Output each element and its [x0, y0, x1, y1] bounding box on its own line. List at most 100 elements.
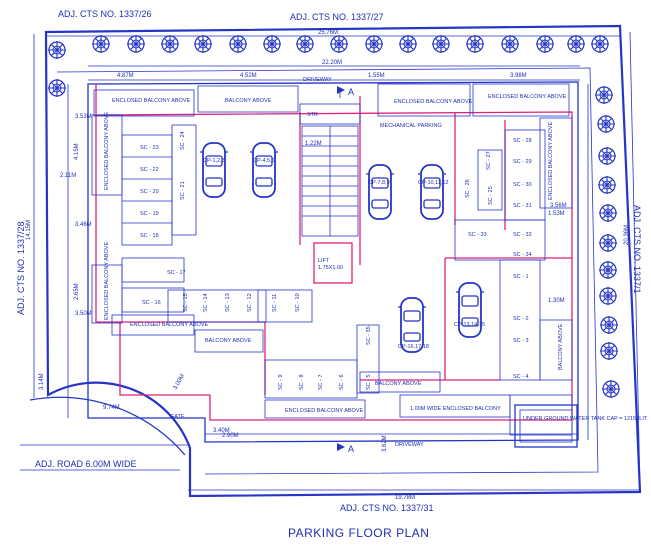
tree-icon [590, 34, 610, 54]
dim-d11: 4.15M [74, 143, 80, 160]
scooter-label: SC - 14 [203, 293, 209, 312]
tree-icon [535, 34, 555, 54]
scooter-label: SC - 5 [366, 374, 372, 390]
scooter-label: SC - 11 [272, 294, 278, 312]
tree-icon [47, 40, 67, 60]
scooter-label: SC - 29 [513, 159, 532, 165]
arrow-right-icon [337, 443, 345, 451]
scooter-label: SC - 30 [513, 182, 532, 188]
scooter-label: SC - 1 [513, 274, 529, 280]
tree-icon [398, 34, 418, 54]
scooter-label: SC - 32 [513, 232, 532, 238]
tree-icon [91, 34, 111, 54]
stair-label: STR [307, 112, 318, 118]
tree-icon [431, 34, 451, 54]
mech-parking-label-top: MECHANICAL PARKING [380, 123, 442, 129]
car-space-label: CP-16,17,18 [398, 344, 429, 350]
car-space-label: CP-7,8,9 [368, 180, 390, 186]
car-space-label: CP-1,2,3 [203, 158, 225, 164]
scooter-label: SC - 21 [180, 181, 186, 200]
scooter-label: SC - 27 [486, 151, 492, 170]
dim-left-height: 14.15M [26, 220, 32, 240]
dim-left-offset: 3.14M [39, 373, 45, 390]
dim-top-width: 25.76M [318, 30, 338, 36]
water-tank [514, 404, 578, 448]
section-a-bottom-label: A [348, 444, 354, 454]
dim-gate-width: 3.40M [213, 428, 230, 434]
scooter-label: SC - 7 [318, 374, 324, 390]
scooter-label: SC - 24 [180, 131, 186, 150]
dim-gate-offset: 3.00M [173, 374, 187, 391]
scooter-label: SC - 19 [140, 211, 159, 217]
scooter-label: SC - 6 [339, 374, 345, 390]
balcony-label: BALCONY ABOVE [558, 323, 564, 370]
drawing-title: PARKING FLOOR PLAN [288, 526, 429, 540]
scooter-label: SC - 25 [488, 186, 494, 205]
dim-d5: 3.53M [75, 114, 92, 120]
tree-icon [262, 34, 282, 54]
adj-road-label: ADJ. ROAD 6.00M WIDE [35, 459, 137, 469]
dim-right-set: 3.56M [550, 203, 567, 209]
scooter-label: SC - 10 [295, 293, 301, 312]
scooter-label: SC - 33 [468, 232, 487, 238]
adj-top-left-label: ADJ. CTS NO. 1337/26 [58, 9, 152, 19]
balcony-label: ENCLOSED BALCONY ABOVE [104, 242, 110, 320]
dim-d1: 4.87M [117, 73, 134, 79]
car-icon [455, 282, 485, 338]
tree-icon [295, 34, 315, 54]
scooter-label: SC - 23 [140, 145, 159, 151]
dim-curve-radius: 9.74M [103, 405, 120, 411]
scooter-label: SC - 28 [513, 138, 532, 144]
dim-d14: 1.53M [548, 211, 565, 217]
scooter-label: SC - 2 [513, 316, 529, 322]
scooter-label: SC - 20 [140, 189, 159, 195]
labels: ADJ. CTS NO. 1337/26 ADJ. CTS NO. 1337/2… [16, 9, 648, 540]
tree-icon [599, 315, 619, 335]
scooter-label: SC - 34 [513, 252, 532, 258]
tree-icon [601, 379, 621, 399]
scooter-label: SC - 9 [278, 374, 284, 390]
tree-icon [597, 146, 617, 166]
adj-top-label: ADJ. CTS NO. 1337/27 [290, 12, 384, 22]
dim-d8: 1.22M [305, 141, 322, 147]
dim-right-height: 20.36M [624, 225, 630, 245]
dim-d7: 3.50M [75, 311, 92, 317]
scooter-label: SC - 22 [140, 167, 159, 173]
scooter-label: SC - 26 [465, 179, 471, 198]
scooter-label: SC - 16 [142, 300, 161, 306]
balcony-label: ENCLOSED BALCONY ABOVE [130, 322, 208, 328]
car-icon [249, 142, 279, 198]
balcony-label: 1.00M WIDE ENCLOSED BALCONY [410, 406, 501, 412]
section-a-top-label: A [348, 87, 354, 97]
scooter-label: SC - 31 [513, 203, 532, 209]
car-space-label: CP-13,14,15 [454, 322, 485, 328]
cars [199, 142, 485, 353]
tree-icon [598, 203, 618, 223]
balcony-label: BALCONY ABOVE [225, 98, 272, 104]
tree-icon [566, 34, 586, 54]
dim-d13: 1.30M [548, 298, 565, 304]
scooter-label: SC - 8 [299, 374, 305, 390]
dim-d3: 1.55M [368, 73, 385, 79]
balcony-label: BALCONY ABOVE [375, 381, 422, 387]
dim-d2: 4.52M [240, 73, 257, 79]
tree-icon [500, 34, 520, 54]
adj-bottom-label: ADJ. CTS NO. 1337/31 [340, 503, 434, 513]
car-space-label: CP-4,5,6 [253, 158, 275, 164]
dimension-lines [33, 31, 641, 491]
car-icon [365, 164, 395, 220]
driveway-top-label: DRIVEWAY [303, 77, 332, 83]
trees [47, 34, 621, 399]
balcony-label: ENCLOSED BALCONY ABOVE [548, 122, 554, 200]
tree-icon [594, 85, 614, 105]
dim-inner-width: 22.20M [322, 60, 342, 66]
tree-icon [465, 34, 485, 54]
water-tank-label: UNDER GROUND WATER TANK CAP = 12150LIT [523, 416, 648, 422]
scooter-label: SC - 13 [225, 293, 231, 312]
scooter-label: SC - 4 [513, 374, 529, 380]
scooter-label: SC - 35 [366, 326, 372, 345]
dim-d10: 2.11M [60, 173, 76, 179]
